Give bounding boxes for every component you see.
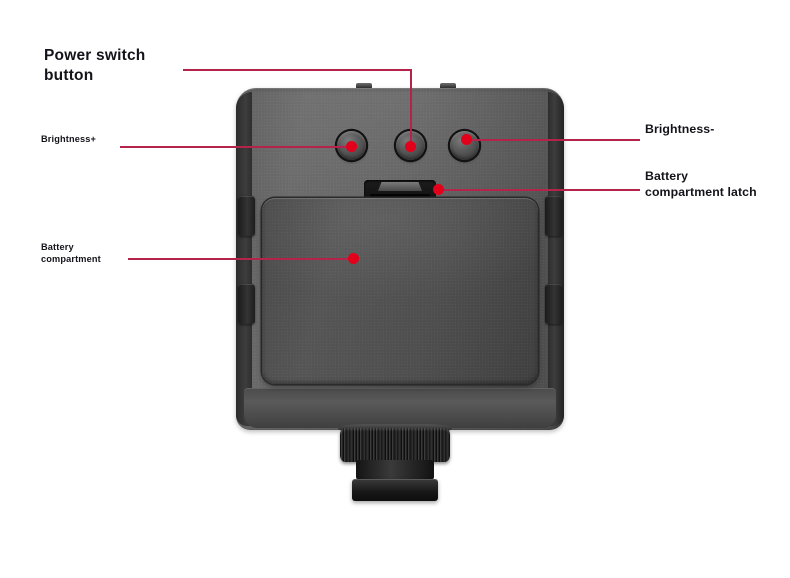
mount-neck [356, 460, 434, 480]
left-clip-tab-upper [238, 196, 255, 236]
leader-brightness-down [468, 139, 640, 141]
callout-label-battery-compartment: Battery compartment [41, 242, 101, 264]
right-rim-panel [548, 92, 564, 426]
leader-power-switch-horizontal [183, 69, 412, 71]
callout-label-brightness-up: Brightness+ [41, 134, 97, 144]
right-clip-tab-lower [545, 284, 562, 324]
leader-power-switch-vertical [410, 69, 412, 148]
knurled-locking-ring[interactable] [340, 428, 450, 462]
dot-brightness-up [346, 141, 357, 152]
leader-battery-compartment [128, 258, 354, 260]
leader-battery-latch [443, 189, 640, 191]
dot-battery-latch [433, 184, 444, 195]
left-clip-tab-lower [238, 284, 255, 324]
callout-label-battery-compartment-latch: Battery compartment latch [645, 169, 757, 199]
cold-shoe-foot [352, 479, 438, 501]
right-clip-tab-upper [545, 196, 562, 236]
battery-compartment-door[interactable] [262, 198, 538, 384]
callout-label-power-switch-button: Power switch button [44, 47, 146, 84]
housing-bottom-lip [244, 388, 556, 428]
latch-slot [370, 194, 430, 199]
leader-brightness-up [120, 146, 353, 148]
dot-brightness-down [461, 134, 472, 145]
callout-label-brightness-down: Brightness- [645, 122, 715, 136]
dot-power-switch [405, 141, 416, 152]
battery-compartment-latch[interactable] [378, 182, 422, 191]
dot-battery-compartment [348, 253, 359, 264]
